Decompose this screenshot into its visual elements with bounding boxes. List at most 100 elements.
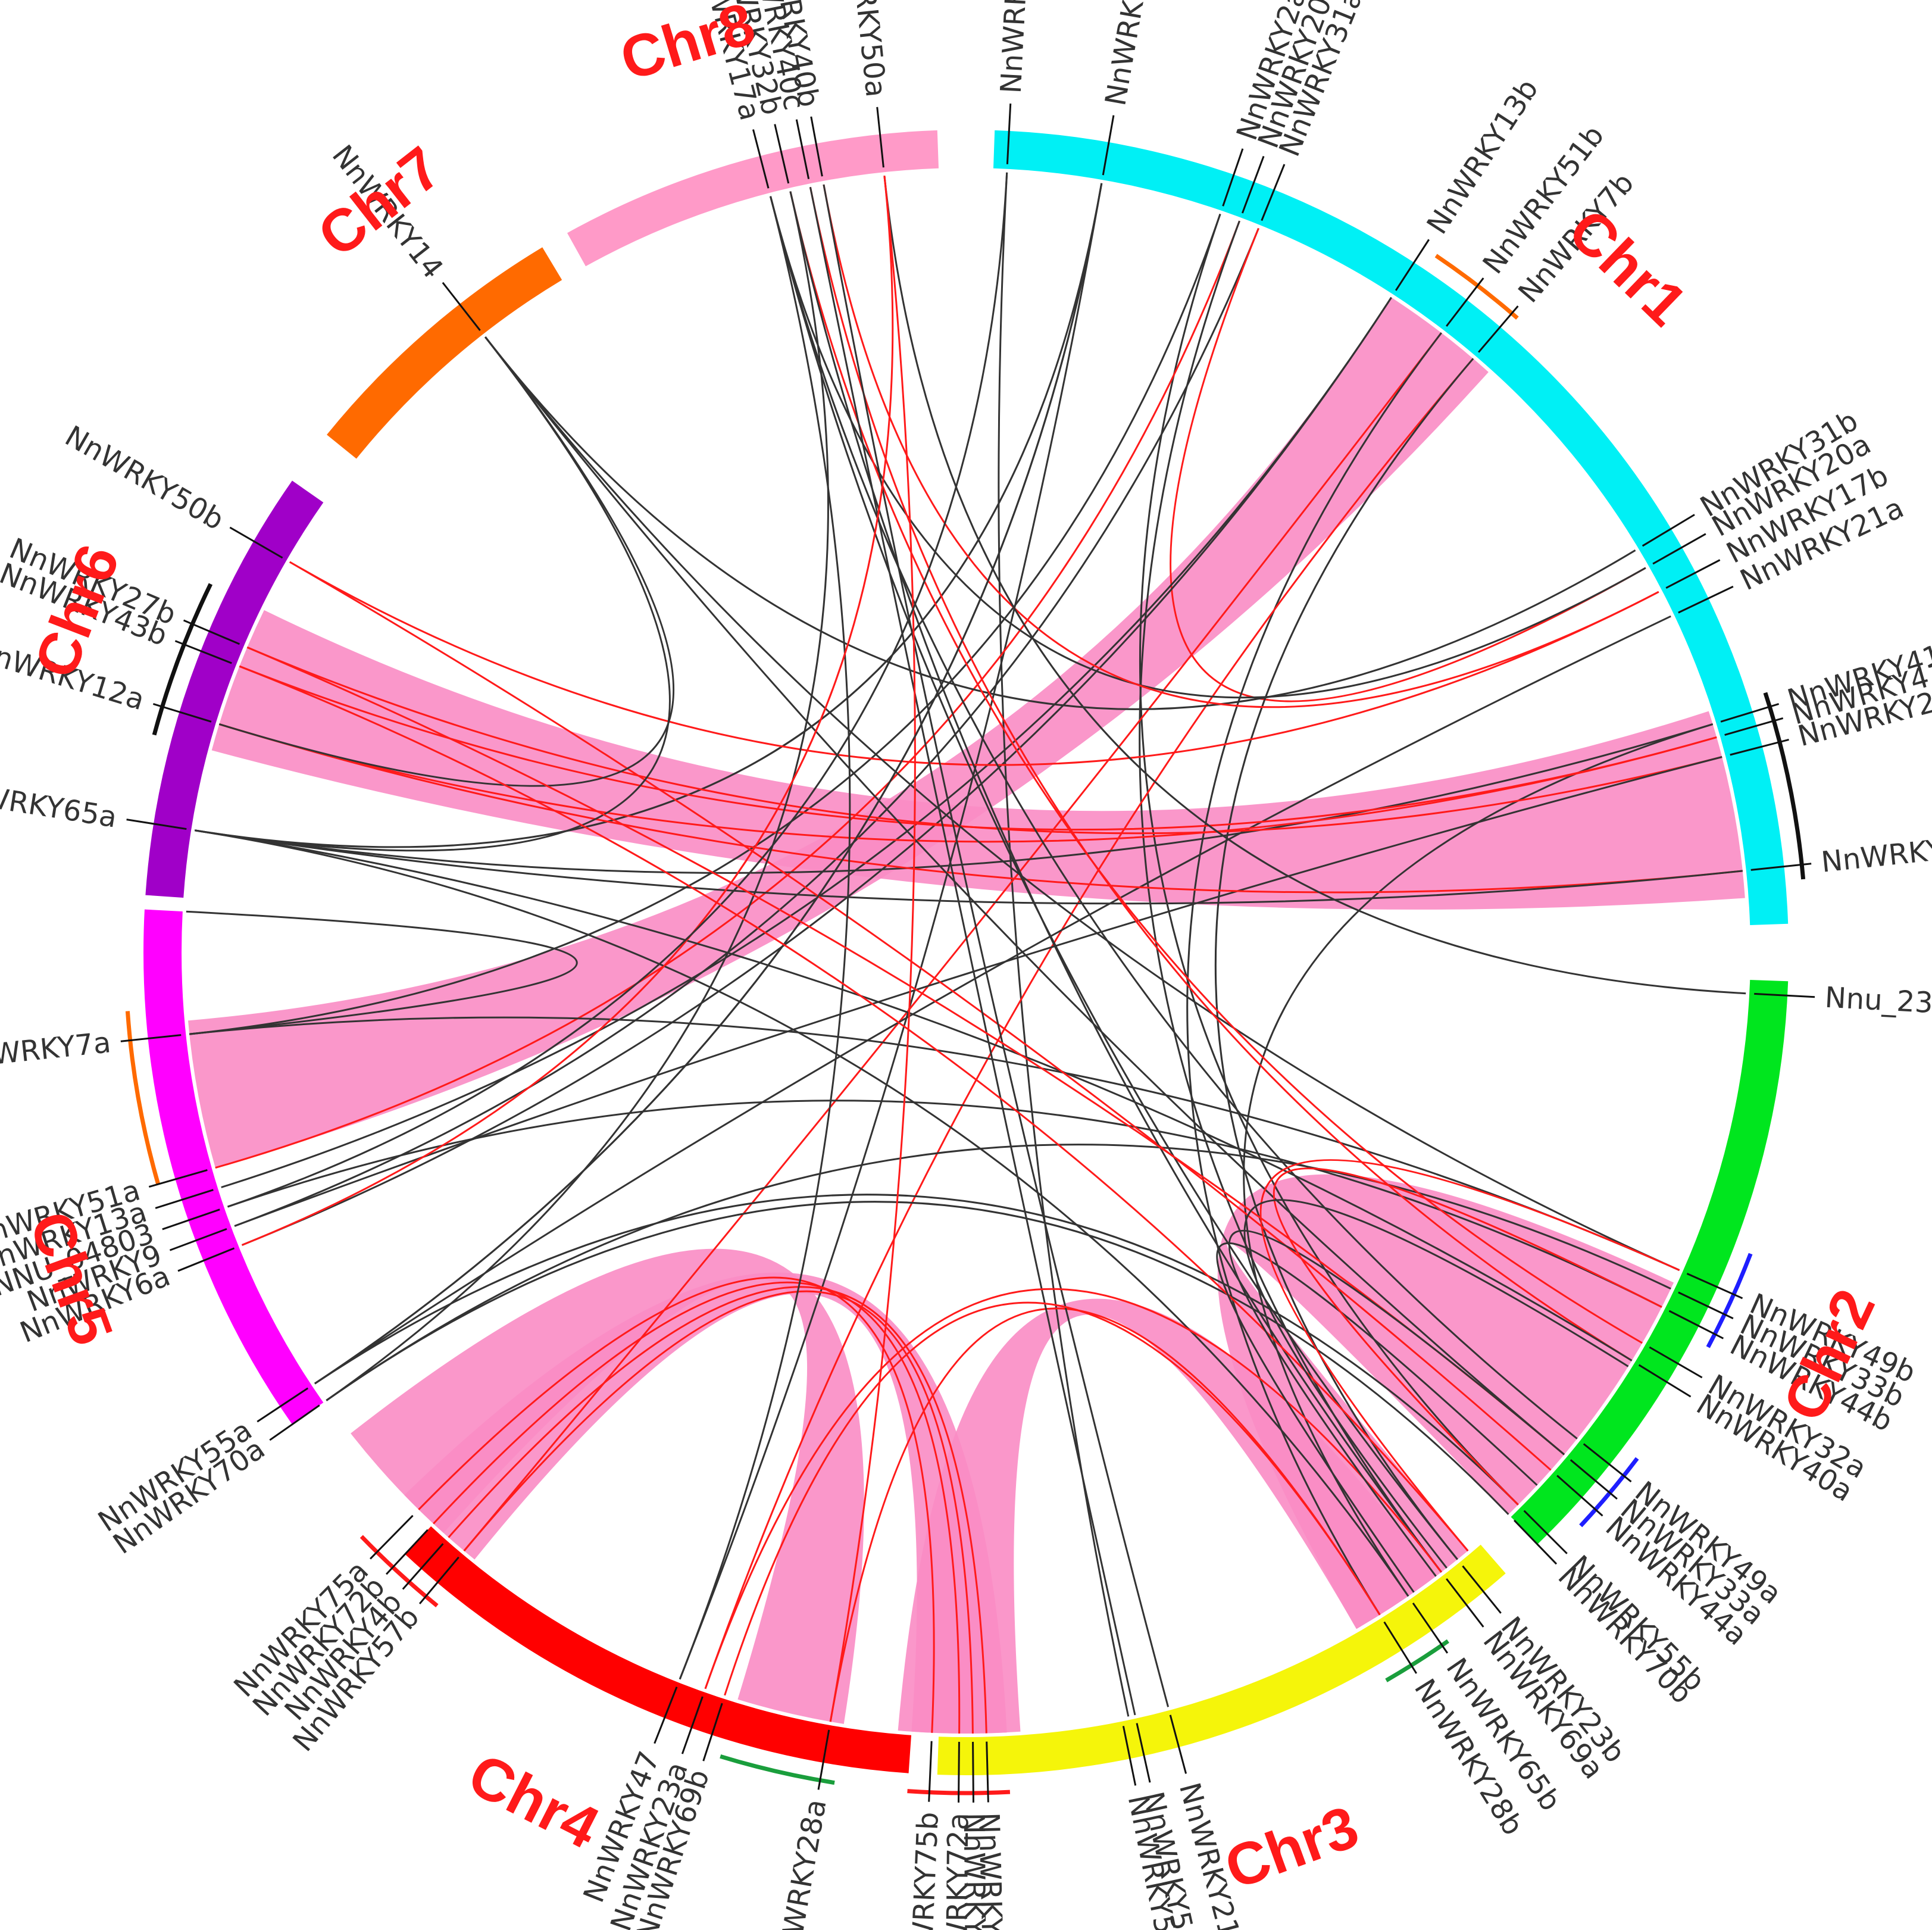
gene-tick [174, 640, 232, 664]
gene-link-33 [227, 1100, 1662, 1308]
gene-link-12 [463, 332, 1442, 1552]
gene-link-52 [829, 176, 916, 1722]
gene-link-62 [218, 336, 674, 787]
gene-tick [1724, 717, 1784, 736]
gene-tick [928, 1741, 933, 1802]
gene-link-68 [1259, 1159, 1680, 1552]
gene-tick [1169, 1714, 1187, 1774]
gene-tick [752, 129, 770, 189]
gene-tick [177, 1247, 235, 1272]
gene-tick [418, 1556, 459, 1604]
tandem-bracket-8 [125, 1011, 161, 1185]
gene-label: NnWRKY50b [60, 419, 230, 536]
gene-tick [162, 1208, 220, 1231]
gene-link-28 [194, 829, 1743, 905]
gene-tick [1642, 514, 1695, 547]
gene-label: NnWRKY57a [972, 1812, 1010, 1930]
gene-link-4 [189, 214, 1221, 1035]
chromosome-arc-chr8 [567, 130, 939, 267]
gene-tick [1668, 1310, 1724, 1339]
gene-tick [1750, 863, 1812, 871]
gene-link-66 [1216, 1242, 1538, 1593]
gene-link-17 [770, 196, 1646, 699]
gene-link-25 [246, 647, 1722, 835]
gene-label: NnWRKY50a [841, 0, 893, 99]
chromosome-arc-chr1 [993, 130, 1789, 926]
gene-link-22 [1243, 723, 1714, 1597]
gene-tick [1665, 559, 1721, 589]
chromosome-arc-chr4 [405, 1526, 912, 1773]
gene-link-27 [218, 723, 1743, 894]
gene-tick [1102, 115, 1115, 176]
chromosome-arc-chr7 [327, 247, 562, 459]
gene-label: NnWRKY72a [940, 1813, 976, 1930]
gene-link-41 [326, 1201, 1509, 1515]
gene-tick [774, 124, 790, 184]
gene-link-63 [239, 665, 1469, 1552]
gene-link-59 [227, 172, 1008, 1208]
gene-label: NnWRKY28a [770, 1797, 833, 1930]
gene-label: Nnu_23618 [1824, 981, 1932, 1023]
chromosome-label-chr3: Chr3 [1217, 1793, 1367, 1902]
gene-tick [1006, 103, 1012, 164]
gene-tick [169, 1228, 227, 1251]
gene-link-30 [484, 336, 1680, 1271]
gene-link-6 [215, 220, 1240, 1169]
gene-link-16 [484, 336, 1636, 710]
gene-tick [1241, 155, 1265, 214]
chromosome-arc-chr3 [937, 1544, 1506, 1775]
gene-tick [257, 1387, 309, 1423]
synteny-ribbon-0 [187, 297, 1489, 1168]
gene-link-44 [194, 829, 1409, 1597]
gene-link-46 [823, 184, 1170, 1707]
gene-tick [148, 1169, 208, 1188]
gene-link-29 [883, 176, 1746, 995]
gene-link-13 [1186, 332, 1442, 1616]
gene-link-18 [823, 184, 1659, 708]
gene-link-67 [1273, 1167, 1662, 1506]
gene-tick [120, 1034, 182, 1042]
gene-tick [1649, 1346, 1703, 1379]
gene-tick [1583, 1443, 1632, 1483]
gene-tick [152, 703, 212, 723]
gene-link-40 [314, 1194, 1519, 1506]
gene-link-35 [809, 187, 1633, 1361]
gene-tick [1556, 1475, 1603, 1517]
gene-tick [229, 526, 283, 559]
gene-tick [972, 1741, 974, 1803]
gene-link-51 [418, 1276, 935, 1733]
gene-link-49 [463, 1290, 974, 1734]
gene-tick [1136, 1723, 1151, 1783]
gene-tick [681, 1696, 704, 1754]
gene-link-20 [314, 615, 1671, 1385]
gene-link-3 [679, 183, 1103, 1680]
gene-link-38 [484, 336, 1565, 1456]
gene-link-43 [789, 191, 1442, 1573]
chromosome-arc-chr6 [145, 480, 324, 898]
gene-tick [1652, 533, 1706, 565]
gene-tick [1383, 1621, 1417, 1674]
gene-tick [183, 619, 240, 645]
synteny-ribbon-1 [211, 610, 1745, 910]
gene-tick [1730, 739, 1789, 756]
gene-tick [817, 1729, 830, 1790]
gene-link-8 [234, 227, 1259, 1227]
gene-tick [1720, 703, 1780, 723]
tandem-bracket-9 [152, 583, 213, 736]
gene-tick [370, 1514, 414, 1560]
gene-tick [386, 1529, 429, 1575]
gene-tick [1446, 277, 1484, 327]
gene-label: NnWRKY4a [957, 1813, 992, 1930]
gene-tick [986, 1741, 989, 1803]
gene-link-1 [194, 183, 1103, 848]
chromosome-layer [143, 130, 1789, 1775]
gene-link-47 [809, 187, 1136, 1716]
gene-tick [1261, 164, 1286, 221]
gene-link-54 [704, 1288, 1442, 1689]
gene-link-69 [1243, 1199, 1629, 1569]
gene-link-60 [186, 910, 578, 1035]
gene-tick [1412, 1602, 1449, 1654]
gene-link-55 [679, 196, 851, 1680]
tandem-bracket-2 [1706, 1253, 1753, 1348]
